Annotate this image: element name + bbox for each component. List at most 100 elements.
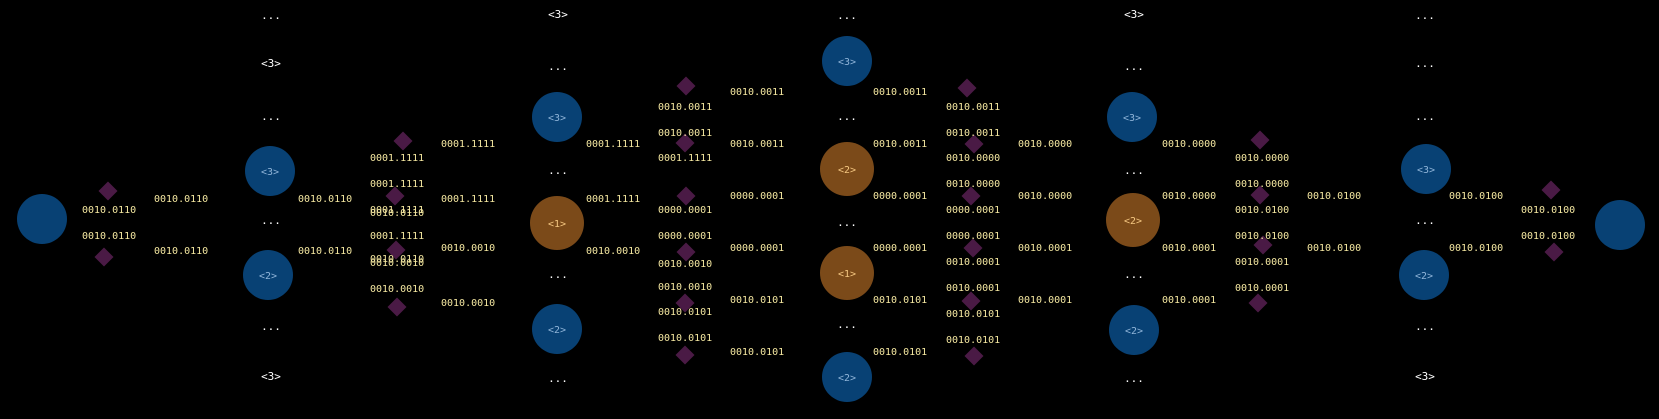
edge-code-label: 0010.0001	[1162, 243, 1216, 254]
edge-code-label: 0010.0110	[298, 246, 352, 257]
graph-node[interactable]	[1595, 200, 1645, 250]
edge-diamond-marker	[675, 345, 695, 365]
graph-node[interactable]	[1106, 193, 1160, 247]
graph-node[interactable]	[1107, 92, 1157, 142]
edge-code-label: 0010.0100	[1521, 231, 1575, 242]
edge-code-label: 0010.0010	[441, 243, 495, 254]
edge-code-label: 0010.0010	[586, 246, 640, 257]
edge-code-label: 0010.0110	[82, 231, 136, 242]
edge-code-label: 0010.0011	[946, 102, 1000, 113]
edge-code-label: 0001.1111	[586, 194, 640, 205]
column-marker-col4: <3>	[1124, 8, 1144, 21]
edge-diamond-marker	[676, 76, 696, 96]
graph-node[interactable]	[1109, 305, 1159, 355]
node-label: <2>	[1124, 216, 1142, 227]
edge-code-label: 0010.0101	[946, 309, 1000, 320]
edge-diamond-marker	[676, 186, 696, 206]
graph-node[interactable]	[245, 146, 295, 196]
edge-code-label: 0001.1111	[370, 179, 424, 190]
edge-code-label: 0010.0000	[1018, 191, 1072, 202]
edge-code-label: 0001.1111	[441, 139, 495, 150]
edge-code-label: 0010.0011	[730, 87, 784, 98]
edge-code-label: 0000.0001	[730, 191, 784, 202]
edge-diamond-marker	[961, 291, 981, 311]
graph-node[interactable]	[822, 352, 872, 402]
edge-code-label: 0001.1111	[586, 139, 640, 150]
graph-node[interactable]	[822, 36, 872, 86]
column-marker-col2: <3>	[548, 8, 568, 21]
edge-diamond-marker	[963, 238, 983, 258]
edge-code-label: 0010.0000	[1162, 139, 1216, 150]
edge-code-label: 0010.0110	[82, 205, 136, 216]
edge-code-label: 0010.0011	[658, 102, 712, 113]
node-label: <1>	[548, 219, 566, 230]
graph-node[interactable]	[820, 246, 874, 300]
column-marker-col2: ...	[548, 60, 568, 73]
graph-node[interactable]	[532, 92, 582, 142]
edge-code-label: 0000.0001	[658, 205, 712, 216]
column-marker-col2: ...	[548, 268, 568, 281]
edge-code-label: 0000.0001	[658, 231, 712, 242]
graph-node[interactable]	[820, 142, 874, 196]
edge-code-label: 0010.0101	[658, 307, 712, 318]
edge-code-label: 0001.1111	[658, 153, 712, 164]
column-marker-col3: ...	[837, 318, 857, 331]
node-label: <3>	[548, 113, 566, 124]
edge-code-label: 0010.0100	[1521, 205, 1575, 216]
edge-code-label: 0010.0010	[658, 259, 712, 270]
edge-code-label: 0010.0001	[1018, 295, 1072, 306]
edge-code-label: 0010.0000	[946, 179, 1000, 190]
edge-code-label: 0010.0100	[1235, 231, 1289, 242]
column-marker-col2: ...	[548, 164, 568, 177]
edge-code-label: 0010.0110	[370, 254, 424, 265]
edge-code-label: 0010.0110	[370, 208, 424, 219]
edge-code-label: 0010.0001	[1162, 295, 1216, 306]
edge-code-label: 0010.0100	[1449, 191, 1503, 202]
node-label: <2>	[838, 165, 856, 176]
node-label: <3>	[1123, 113, 1141, 124]
edge-diamond-marker	[386, 240, 406, 260]
edge-code-label: 0010.0011	[946, 128, 1000, 139]
edge-code-label: 0010.0110	[154, 194, 208, 205]
graph-node[interactable]	[17, 194, 67, 244]
edge-diamond-marker	[1541, 180, 1561, 200]
node-label: <2>	[838, 373, 856, 384]
edge-diamond-marker	[1250, 185, 1270, 205]
column-marker-col4: ...	[1124, 372, 1144, 385]
column-marker-col4: ...	[1124, 164, 1144, 177]
edge-code-label: 0000.0001	[873, 243, 927, 254]
edge-diamond-marker	[957, 78, 977, 98]
edge-diamond-marker	[1248, 293, 1268, 313]
edge-diamond-marker	[964, 346, 984, 366]
edge-code-label: 0001.1111	[370, 231, 424, 242]
edge-code-label: 0010.0101	[658, 333, 712, 344]
edge-diamond-marker	[94, 247, 114, 267]
edge-code-label: 0010.0010	[370, 258, 424, 269]
node-label: <1>	[838, 269, 856, 280]
edge-code-label: 0000.0001	[946, 231, 1000, 242]
graph-node[interactable]	[530, 196, 584, 250]
edge-code-label: 0000.0001	[873, 191, 927, 202]
graph-node[interactable]	[1401, 144, 1451, 194]
edge-code-label: 0010.0001	[1235, 257, 1289, 268]
column-marker-col1: <3>	[261, 57, 281, 70]
column-marker-col1: ...	[261, 214, 281, 227]
edge-code-label: 0010.0101	[873, 347, 927, 358]
edge-diamond-marker	[1250, 130, 1270, 150]
edge-code-label: 0010.0011	[873, 139, 927, 150]
edge-code-label: 0001.1111	[441, 194, 495, 205]
node-label: <2>	[548, 325, 566, 336]
column-marker-col5: <3>	[1415, 370, 1435, 383]
column-marker-col5: ...	[1415, 320, 1435, 333]
edge-code-label: 0010.0100	[1449, 243, 1503, 254]
graph-node[interactable]	[1399, 250, 1449, 300]
column-marker-col3: ...	[837, 110, 857, 123]
edge-code-label: 0010.0001	[1018, 243, 1072, 254]
column-marker-col5: ...	[1415, 110, 1435, 123]
node-label: <2>	[1415, 271, 1433, 282]
column-marker-col5: ...	[1415, 57, 1435, 70]
graph-node[interactable]	[243, 250, 293, 300]
graph-node[interactable]	[532, 304, 582, 354]
edge-code-label: 0000.0001	[946, 205, 1000, 216]
